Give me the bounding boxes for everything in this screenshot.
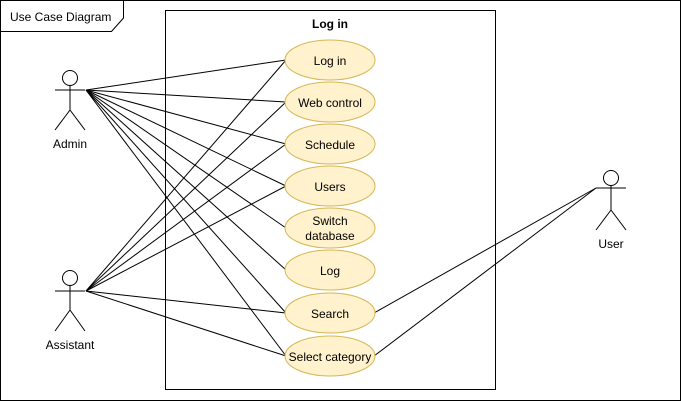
- association-assistant-search: [85, 290, 287, 314]
- associations: [85, 59, 597, 357]
- association-assistant-users: [85, 185, 287, 292]
- use-case-login-label: Log in: [314, 54, 347, 68]
- actor-assistant-right-leg: [69, 309, 86, 332]
- frame-label-tab: [0, 0, 124, 32]
- use-case-search[interactable]: [284, 292, 376, 334]
- system-title: Log in: [312, 17, 348, 31]
- actor-user-left-leg: [595, 209, 612, 231]
- use-case-switch-database[interactable]: [284, 207, 376, 249]
- association-assistant-login: [85, 59, 287, 292]
- actor-admin-label: Admin: [53, 137, 87, 151]
- actor-admin[interactable]: [54, 70, 86, 131]
- association-admin-users: [85, 89, 287, 187]
- actor-user-right-leg: [610, 209, 627, 231]
- association-admin-log: [85, 89, 287, 271]
- association-user-search: [373, 187, 597, 314]
- association-admin-login: [85, 59, 287, 91]
- use-case-log[interactable]: [284, 249, 376, 291]
- use-case-select-category[interactable]: [284, 335, 376, 377]
- use-case-switch-database-label-line1: Switch: [312, 214, 347, 228]
- actor-admin-right-leg: [69, 109, 86, 131]
- association-admin-web-control: [85, 89, 287, 103]
- use-case-login[interactable]: [284, 39, 376, 81]
- use-case-users-label: Users: [314, 180, 345, 194]
- actor-assistant-left-leg: [54, 309, 71, 332]
- actor-admin-left-leg: [54, 109, 71, 131]
- association-assistant-web-control: [85, 101, 287, 292]
- association-admin-search: [85, 89, 287, 314]
- association-admin-select-category: [85, 89, 287, 357]
- association-user-select-category: [373, 187, 597, 357]
- use-case-switch-database-label-line2: database: [305, 229, 355, 243]
- association-assistant-schedule: [85, 143, 287, 292]
- system-boundary: [165, 10, 496, 390]
- use-case-web-control[interactable]: [284, 81, 376, 123]
- association-admin-switch-database: [85, 89, 287, 229]
- actor-user[interactable]: [595, 170, 627, 231]
- association-admin-schedule: [85, 89, 287, 145]
- actor-assistant-label: Assistant: [46, 338, 95, 352]
- association-assistant-select-category: [85, 290, 287, 357]
- actor-admin-head: [62, 70, 78, 86]
- use-case-users[interactable]: [284, 165, 376, 207]
- use-case-search-label: Search: [311, 307, 349, 321]
- actor-assistant[interactable]: [54, 270, 86, 332]
- actor-user-label: User: [598, 237, 623, 251]
- actor-assistant-head: [62, 270, 78, 286]
- use-case-log-label: Log: [320, 264, 340, 278]
- frame-label: Use Case Diagram: [10, 10, 111, 24]
- use-case-schedule[interactable]: [284, 123, 376, 165]
- use-case-schedule-label: Schedule: [305, 138, 355, 152]
- actor-user-head: [603, 170, 619, 186]
- use-case-web-control-label: Web control: [298, 96, 362, 110]
- use-case-select-category-label: Select category: [289, 350, 372, 364]
